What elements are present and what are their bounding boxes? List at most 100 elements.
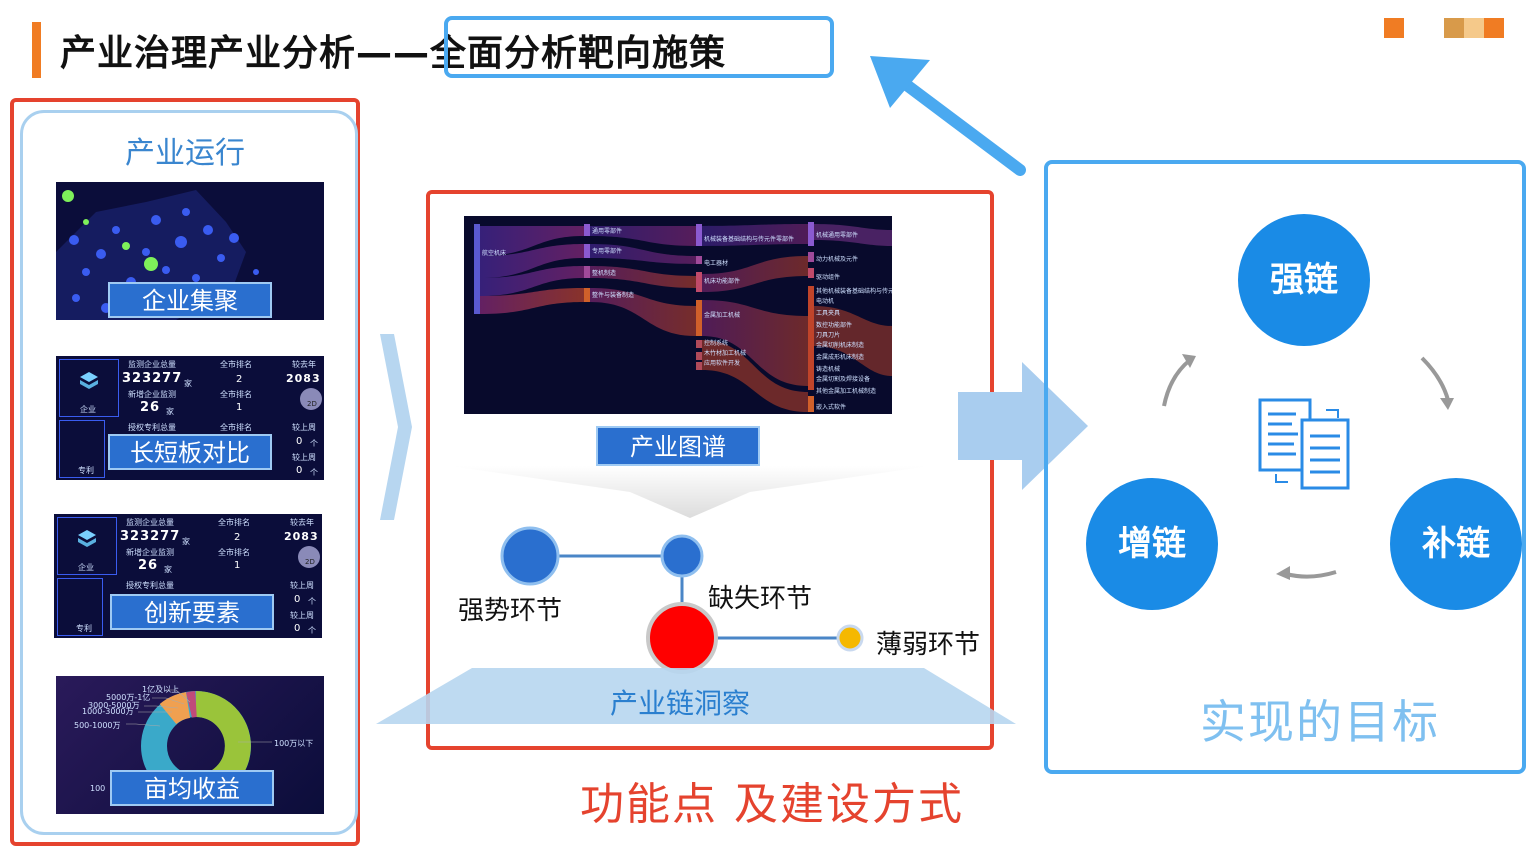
donut-label-7: 100 bbox=[90, 784, 106, 793]
sankey-col4-14: 嵌入式软件 bbox=[816, 404, 847, 411]
page-title: 产业治理产业分析——全面分析靶向施策 bbox=[60, 24, 726, 76]
week-unit-2: 个 bbox=[310, 468, 318, 477]
deco-square-2 bbox=[1444, 18, 1464, 38]
badge-icon-2 bbox=[298, 546, 320, 568]
strong-node-icon[interactable] bbox=[500, 526, 560, 586]
revenue-label: 亩均收益 bbox=[110, 770, 274, 806]
sankey-col4-12: 金属切割及焊接设备 bbox=[816, 376, 871, 383]
sankey-col4-13: 其他金属加工机械制造 bbox=[816, 388, 877, 395]
stat-unit-4: 家 bbox=[164, 565, 172, 574]
week-value-3: 0 bbox=[294, 594, 301, 605]
week-header-4: 较上周 bbox=[290, 611, 314, 620]
stat-unit-3: 家 bbox=[182, 537, 190, 546]
title-accent-bar bbox=[32, 22, 41, 78]
fill-chain-circle[interactable]: 补链 bbox=[1390, 478, 1522, 610]
center-panel-frame bbox=[426, 190, 994, 750]
donut-label-5: 500-1000万 bbox=[74, 721, 121, 730]
patent-header: 授权专利总量 bbox=[128, 423, 176, 432]
goal-panel-frame bbox=[1044, 160, 1526, 774]
rank-header: 全市排名 bbox=[220, 360, 252, 369]
stat-value-total-2: 323277 bbox=[120, 529, 181, 544]
rank-header-3: 全市排名 bbox=[218, 518, 250, 527]
donut-label-6: 100万以下 bbox=[274, 739, 314, 748]
rank-header-4: 全市排名 bbox=[218, 548, 250, 557]
missing-node-icon[interactable] bbox=[660, 534, 704, 578]
rank-value-4: 1 bbox=[234, 560, 241, 571]
sankey-col4-10: 金属成形机床制造 bbox=[816, 354, 865, 361]
title-highlight-text: 全面分析靶向施策 bbox=[430, 33, 727, 74]
cmp-header: 较去年 bbox=[292, 360, 316, 369]
sankey-col3-1: 机械装备基础结构与传元件零部件 bbox=[704, 236, 795, 243]
red-node-icon[interactable] bbox=[646, 602, 718, 674]
missing-segment-label: 缺失环节 bbox=[708, 584, 813, 614]
extend-chain-circle[interactable]: 增链 bbox=[1086, 478, 1218, 610]
week-header-3: 较上周 bbox=[290, 581, 314, 590]
strong-segment-label: 强势环节 bbox=[458, 596, 563, 626]
stat-unit-2: 家 bbox=[166, 407, 174, 416]
sankey-col1-label: 航空机床 bbox=[482, 250, 507, 257]
arrow-to-title-icon bbox=[870, 56, 1026, 176]
cycle-arrows-icon bbox=[1162, 354, 1454, 580]
badge-tag-2: 2D bbox=[305, 558, 315, 566]
comparison-thumb[interactable]: 企业 监测企业总量 323277 家 新增企业监测 26 家 全市排名 2 全市… bbox=[56, 356, 324, 480]
cmp-value-2: 2083 bbox=[284, 530, 319, 543]
week-unit-1: 个 bbox=[310, 439, 318, 448]
sankey-col4-11: 铸造机械 bbox=[816, 366, 841, 373]
down-funnel-icon bbox=[450, 466, 930, 518]
deco-square-3 bbox=[1464, 18, 1484, 38]
sankey-col2-1: 通用零部件 bbox=[592, 228, 623, 235]
enterprise-cluster-thumb[interactable]: 企业集聚 bbox=[56, 182, 324, 320]
arrow-right-icon bbox=[958, 362, 1088, 490]
revenue-thumb[interactable]: 1亿及以上 5000万-1亿 3000-5000万 1000-3000万 500… bbox=[56, 676, 324, 814]
sankey-col4-3: 驱动组件 bbox=[816, 274, 841, 281]
week-unit-4: 个 bbox=[308, 626, 316, 635]
week-value-1: 0 bbox=[296, 436, 303, 447]
industry-map-label: 产业图谱 bbox=[596, 426, 760, 466]
stat-header-total: 监测企业总量 bbox=[128, 360, 176, 369]
sankey-flows-icon bbox=[474, 222, 892, 412]
donut-label-2: 5000万-1亿 bbox=[106, 693, 151, 702]
left-panel-inner bbox=[20, 110, 358, 835]
industry-map-sankey[interactable]: 航空机床 通用零部件 专用零部件 整机制造 整件与装备制造 机械装备基础结构与传… bbox=[464, 216, 892, 414]
stat-header-new: 新增企业监测 bbox=[128, 390, 176, 399]
function-caption: 功能点 及建设方式 bbox=[580, 779, 964, 830]
sankey-col4-7: 数控功能部件 bbox=[816, 322, 853, 329]
sankey-col4-8: 刀具刀片 bbox=[816, 332, 841, 339]
stack-icon bbox=[80, 372, 98, 389]
tag-enterprise-2: 企业 bbox=[78, 563, 94, 572]
stat-unit: 家 bbox=[184, 379, 192, 388]
week-header-1: 较上周 bbox=[292, 423, 316, 432]
tag-enterprise: 企业 bbox=[80, 405, 96, 414]
stat-header-new-2: 新增企业监测 bbox=[126, 548, 174, 557]
enterprise-icon-box: 企业 bbox=[59, 359, 119, 417]
chevron-right-icon bbox=[380, 334, 412, 520]
week-header-2: 较上周 bbox=[292, 453, 316, 462]
title-highlight-frame bbox=[444, 16, 834, 78]
sankey-col4-4: 其他机械装备基础结构与传元件零部件 bbox=[816, 288, 892, 295]
sankey-col4-9: 金属切削机床制造 bbox=[816, 342, 865, 349]
innovation-label: 创新要素 bbox=[110, 594, 274, 630]
rank-value-3: 2 bbox=[234, 532, 241, 543]
badge-icon bbox=[300, 388, 322, 410]
strengthen-chain-circle[interactable]: 强链 bbox=[1238, 214, 1370, 346]
week-value-2: 0 bbox=[296, 465, 303, 476]
patent-icon-box: 专利 bbox=[59, 420, 105, 478]
week-unit-3: 个 bbox=[308, 597, 316, 606]
left-panel-frame bbox=[10, 98, 360, 846]
sankey-col4-6: 工具夹具 bbox=[816, 310, 841, 317]
tag-patent-2: 专利 bbox=[76, 624, 92, 633]
sankey-col3-4: 金属加工机械 bbox=[704, 312, 741, 319]
donut-label-1: 1亿及以上 bbox=[142, 685, 180, 694]
platform-base bbox=[376, 668, 1016, 724]
donut-label-4: 1000-3000万 bbox=[82, 707, 134, 716]
sankey-col4-2: 动力机械及元件 bbox=[816, 256, 859, 263]
sankey-col4-1: 机械通用零部件 bbox=[816, 232, 859, 239]
stack-icon-2 bbox=[78, 530, 96, 547]
innovation-thumb[interactable]: 企业 监测企业总量 323277 家 新增企业监测 26 家 全市排名 2 全市… bbox=[54, 514, 322, 638]
weak-node-icon[interactable] bbox=[836, 624, 864, 652]
comparison-label: 长短板对比 bbox=[108, 434, 272, 470]
patent-rank: 全市排名 bbox=[220, 423, 252, 432]
stat-value-new-2: 26 bbox=[138, 558, 159, 573]
badge-tag: 2D bbox=[307, 400, 317, 408]
enterprise-icon-box-2: 企业 bbox=[57, 517, 117, 575]
